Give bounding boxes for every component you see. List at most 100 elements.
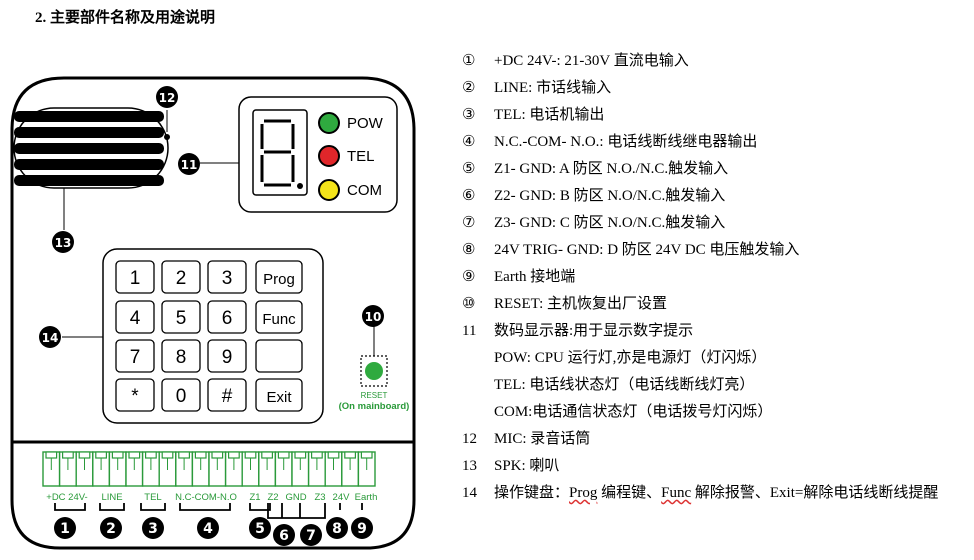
callout-3: 3	[142, 517, 164, 539]
terminal-screw	[191, 451, 210, 487]
terminal-screw	[141, 451, 160, 487]
legend-num: ③	[462, 107, 476, 123]
keypad-key-label: 0	[176, 386, 187, 407]
section-heading: 2. 主要部件名称及用途说明	[35, 10, 216, 26]
legend-text: Z2- GND: B 防区 N.O/N.C.触发输入	[494, 188, 726, 204]
callout-number: 9	[357, 521, 367, 537]
legend-text: TEL: 电话机输出	[494, 107, 605, 123]
legend-row: ① +DC 24V-: 21-30V 直流电输入	[462, 51, 967, 78]
reset-sub-label: (On mainboard)	[339, 401, 410, 412]
terminal-screw	[42, 451, 61, 487]
keypad-key[interactable]: 2	[161, 260, 201, 294]
terminal-label: Z1	[249, 492, 260, 503]
legend: ① +DC 24V-: 21-30V 直流电输入 ② LINE: 市话线输入 ③ TEL:…	[462, 51, 967, 510]
legend-num: 13	[462, 458, 477, 474]
legend-row: POW: CPU 运行灯,亦是电源灯（灯闪烁）	[462, 348, 967, 375]
callout-4: 4	[197, 517, 219, 539]
legend-text: +DC 24V-: 21-30V 直流电输入	[494, 53, 689, 69]
legend-row: TEL: 电话线状态灯（电话线断线灯亮）	[462, 375, 967, 402]
keypad-key[interactable]: Prog	[255, 260, 303, 294]
callout-7: 7	[300, 524, 322, 546]
legend-text: N.C.-COM- N.O.: 电话线断线继电器输出	[494, 134, 758, 150]
keypad-key[interactable]: 9	[207, 339, 247, 373]
callout-13: 13	[52, 231, 74, 253]
tel-led	[318, 145, 340, 167]
callout-10: 10	[362, 305, 384, 327]
legend-num: 14	[462, 485, 477, 501]
terminal-screw	[357, 451, 376, 487]
keypad-key[interactable]: *	[115, 378, 155, 412]
keypad-key-label: *	[131, 386, 139, 407]
terminal-block	[42, 451, 376, 487]
legend-num: ④	[462, 134, 476, 150]
keypad-key[interactable]: 5	[161, 300, 201, 334]
legend-num: ②	[462, 80, 476, 96]
callout-11: 11	[178, 153, 200, 175]
terminal-label: Z3	[314, 492, 325, 503]
keypad-key[interactable]: 8	[161, 339, 201, 373]
terminal-label: 24V	[333, 492, 351, 503]
callout-number: 10	[365, 310, 382, 324]
keypad-key-label: Prog	[263, 271, 295, 288]
keypad-key[interactable]: 1	[115, 260, 155, 294]
terminal-screw	[258, 451, 277, 487]
callout-14: 14	[39, 326, 61, 348]
callout-leaders	[62, 110, 375, 356]
callout-8: 8	[326, 517, 348, 539]
keypad-key-label: 8	[176, 347, 187, 368]
callout-9: 9	[351, 517, 373, 539]
keypad-key[interactable]: Exit	[255, 378, 303, 412]
legend-num: ⑩	[462, 296, 476, 312]
terminal-screw	[175, 451, 194, 487]
keypad-key-label: 9	[222, 347, 233, 368]
legend-num: ①	[462, 53, 476, 69]
callout-number: 13	[55, 236, 72, 250]
keypad-key-label: Func	[262, 311, 296, 328]
legend-text: LINE: 市话线输入	[494, 80, 612, 96]
legend-text: 数码显示器:用于显示数字提示	[494, 323, 694, 339]
legend-text: COM:电话通信状态灯（电话拨号灯闪烁）	[494, 404, 773, 420]
callout-1: 1	[54, 517, 76, 539]
legend-row: ⑥ Z2- GND: B 防区 N.O/N.C.触发输入	[462, 186, 967, 213]
keypad-key-label: 6	[222, 308, 233, 329]
terminal-screw	[108, 451, 127, 487]
callout-number: 6	[279, 528, 289, 544]
legend-text: 24V TRIG- GND: D 防区 24V DC 电压触发输入	[494, 242, 800, 258]
callout-number: 8	[332, 521, 342, 537]
com-led	[318, 179, 340, 201]
legend-num: ⑥	[462, 188, 476, 204]
terminal-label: Earth	[355, 492, 378, 503]
legend-num: ⑤	[462, 161, 476, 177]
tel-label: TEL	[347, 148, 375, 165]
mic-hole	[164, 134, 170, 140]
terminal-brackets	[54, 503, 363, 519]
keypad-key-label: Exit	[266, 389, 292, 406]
keypad-key[interactable]	[255, 339, 303, 373]
callout-number: 12	[159, 91, 176, 105]
callout-number: 11	[181, 158, 198, 172]
terminal-screw	[241, 451, 260, 487]
callout-number: 1	[60, 521, 70, 537]
speaker-grille	[13, 107, 169, 189]
keypad-key[interactable]: 7	[115, 339, 155, 373]
terminal-screw	[291, 451, 310, 487]
callout-12: 12	[156, 86, 178, 108]
com-label: COM	[347, 182, 382, 199]
terminal-label: +DC 24V-	[46, 492, 87, 503]
keypad-key[interactable]: 6	[207, 300, 247, 334]
callout-6: 6	[273, 524, 295, 546]
terminal-label: GND	[285, 492, 306, 503]
keypad-key[interactable]: Func	[255, 300, 303, 334]
legend-row: ② LINE: 市话线输入	[462, 78, 967, 105]
keypad-key[interactable]: 3	[207, 260, 247, 294]
keypad-key[interactable]: 0	[161, 378, 201, 412]
keypad-key[interactable]: #	[207, 378, 247, 412]
terminal-screw	[125, 451, 144, 487]
keypad-key[interactable]: 4	[115, 300, 155, 334]
legend-text: TEL: 电话线状态灯（电话线断线灯亮）	[494, 377, 755, 393]
terminal-screw	[274, 451, 293, 487]
keypad-key-label: 4	[130, 308, 141, 329]
